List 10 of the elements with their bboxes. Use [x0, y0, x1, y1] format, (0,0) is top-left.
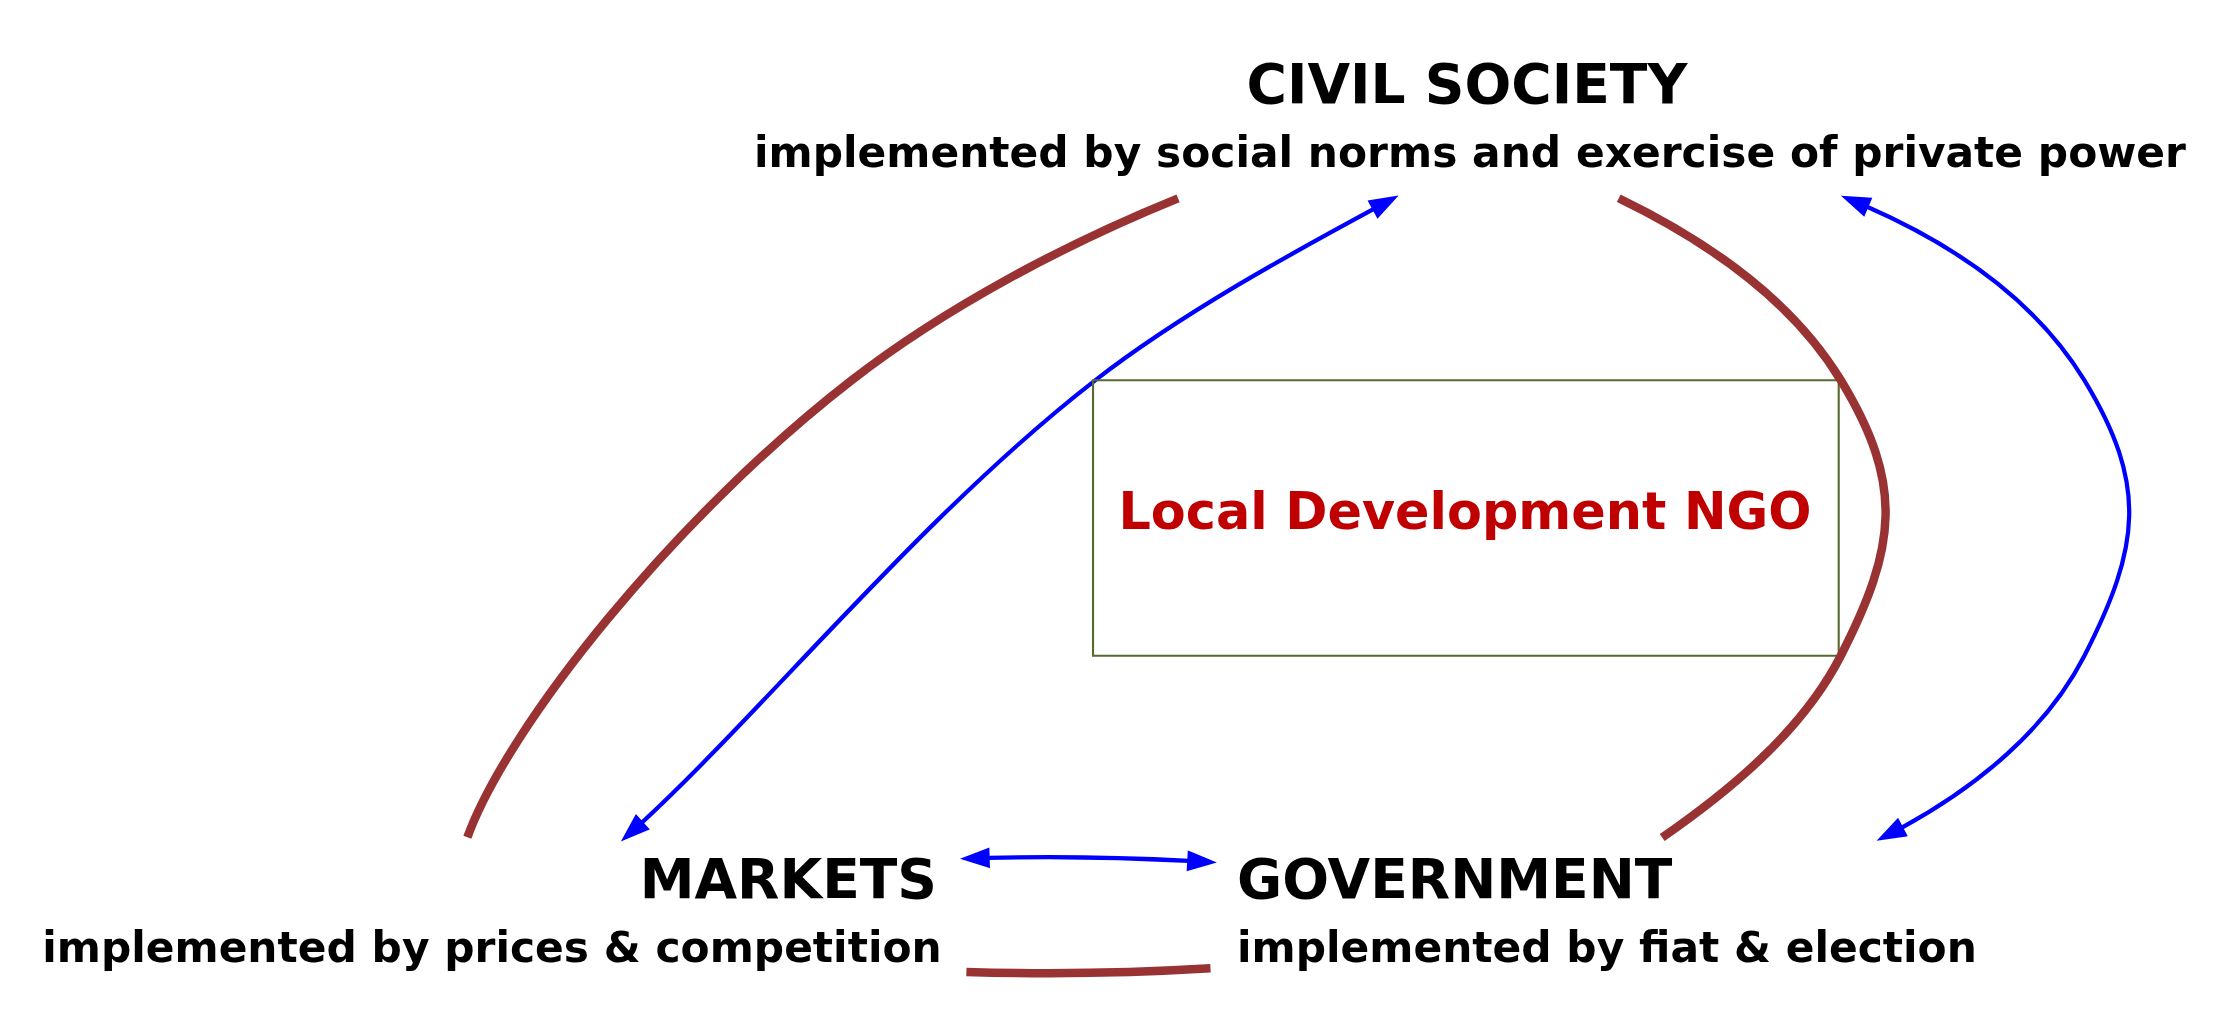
- arrow: [1840, 195, 2132, 841]
- node-text: MARKETS implemented by prices & competition: [42, 846, 942, 972]
- arrow: [959, 846, 1217, 871]
- node-text: GOVERNMENT implemented by fiat & election: [1237, 846, 1977, 972]
- node-text: CIVIL SOCIETY implemented by social norms and exercise of private power: [754, 51, 2187, 177]
- connector: [463, 193, 1180, 839]
- node-box: Local Development NGO: [1091, 378, 1840, 657]
- arrow: [620, 195, 1399, 842]
- connector: [966, 963, 1211, 977]
- connector: [1616, 193, 1890, 841]
